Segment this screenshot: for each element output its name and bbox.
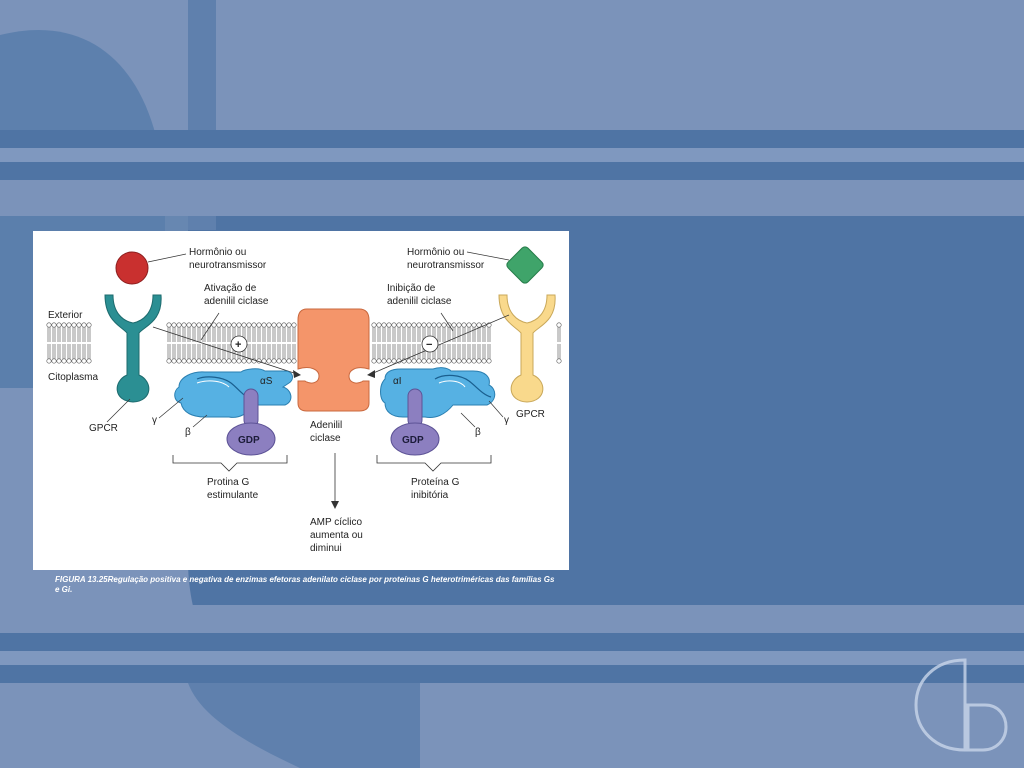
- cytoplasm-label: Citoplasma: [48, 372, 98, 383]
- g-protein-stimulatory: [174, 368, 293, 456]
- gpcr-right-receptor: [498, 294, 556, 403]
- brace-gs: [172, 455, 288, 472]
- alpha-s-label: αS: [260, 376, 273, 387]
- adenylyl-cyclase-enzyme: [297, 308, 370, 412]
- inhibition-sign: −: [426, 339, 432, 351]
- beta-left-label: β: [185, 427, 191, 438]
- activation-sign: +: [235, 339, 241, 351]
- gpcr-left-label: GPCR: [89, 423, 118, 434]
- gdp-left-label: GDP: [238, 435, 260, 446]
- alpha-i-label: αI: [393, 376, 402, 387]
- gamma-right-label: γ: [504, 415, 509, 426]
- hormone-left-icon: [115, 251, 149, 285]
- gdp-right-label: GDP: [402, 435, 424, 446]
- logo-icon: [914, 658, 1008, 752]
- gpcr-right-label: GPCR: [516, 409, 545, 420]
- brace-gi: [376, 455, 492, 472]
- figure-caption: FIGURA 13.25Regulação positiva e negativ…: [55, 575, 555, 594]
- gamma-left-label: γ: [152, 415, 157, 426]
- beta-right-label: β: [475, 427, 481, 438]
- hormone-right-icon: [506, 246, 544, 284]
- exterior-label: Exterior: [48, 310, 83, 321]
- g-protein-inhibitory: [380, 367, 496, 456]
- gpcr-left-receptor: [104, 294, 162, 403]
